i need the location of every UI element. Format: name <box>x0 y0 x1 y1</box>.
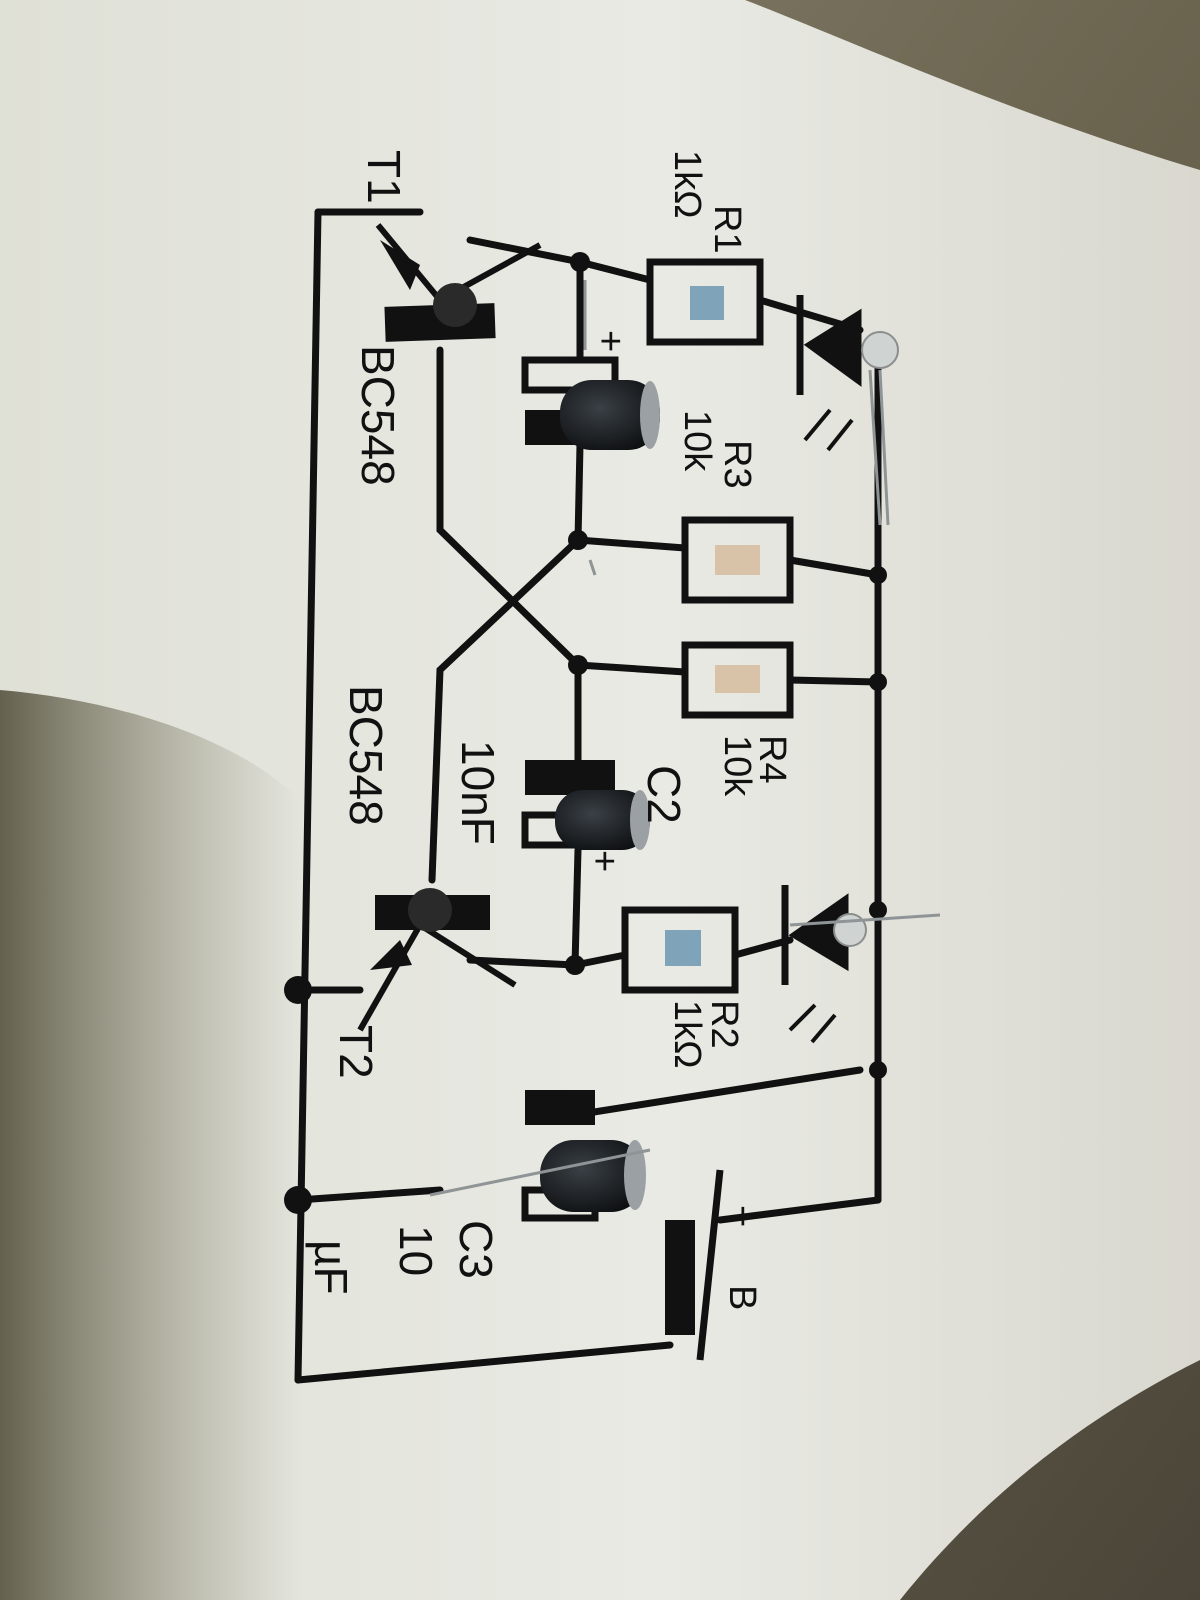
transistor-t1 <box>375 223 542 342</box>
resistor-r1 <box>646 258 764 346</box>
t1-part-label: BC548 <box>352 345 404 486</box>
r1-value-label: 1kΩ <box>666 150 708 219</box>
t1-label: T1 <box>358 150 410 204</box>
c2-name-label: C2 <box>638 765 690 824</box>
c2-plus-label: + <box>583 850 625 872</box>
t2-label: T2 <box>330 1025 382 1079</box>
c1-plus-label: + <box>589 330 631 352</box>
c3-value-label-2: µF <box>305 1240 357 1295</box>
circuit-wires <box>294 208 882 1384</box>
c3-name-label: C3 <box>450 1220 502 1279</box>
resistor-r3 <box>681 516 794 604</box>
battery-plus-label: + <box>721 1205 763 1227</box>
printed-labels: T1 BC548 BC548 T2 R1 1kΩ R3 10k R4 10k R… <box>305 150 793 1310</box>
r3-name-label: R3 <box>716 440 758 489</box>
transistor-t2 <box>357 888 517 1032</box>
r1-name-label: R1 <box>706 205 748 254</box>
r3-value-label: 10k <box>676 410 718 472</box>
battery-label: B <box>721 1285 763 1310</box>
paper-shadow <box>0 690 300 1600</box>
r4-name-label: R4 <box>751 735 793 784</box>
led-d1 <box>796 295 862 452</box>
r4-value-label: 10k <box>716 735 758 797</box>
battery-symbol <box>665 1169 724 1361</box>
c2-value-label: 10nF <box>452 740 504 845</box>
r2-name-label: R2 <box>703 1000 745 1049</box>
t2-part-label: BC548 <box>340 685 392 826</box>
resistor-r2 <box>621 906 739 994</box>
physical-components <box>429 280 941 1212</box>
c3-value-label-1: 10 <box>390 1225 442 1276</box>
resistor-r4 <box>681 641 794 719</box>
r2-value-label: 1kΩ <box>666 1000 708 1069</box>
junction-dots <box>284 252 887 1214</box>
